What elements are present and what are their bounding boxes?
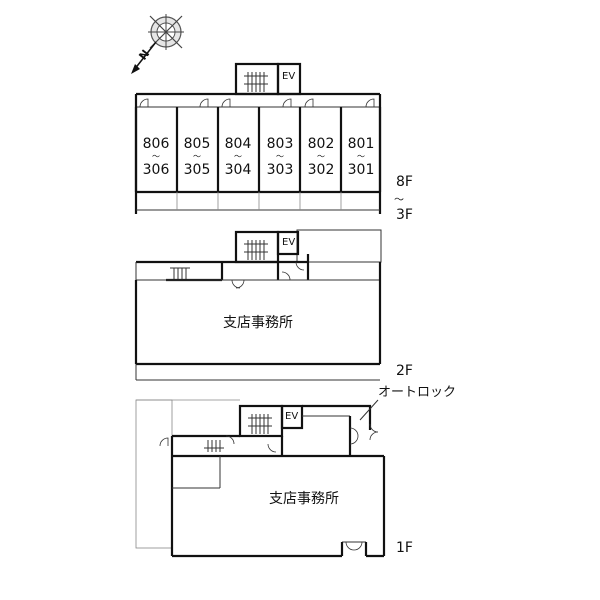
unit-305-bottom: 305 [184, 162, 211, 178]
unit-302-bottom: 302 [308, 162, 335, 178]
unit-802-tilde: 〜 [317, 152, 325, 161]
unit-301-bottom: 301 [348, 162, 375, 178]
first-floor-label: 1F [396, 540, 413, 556]
upper-floor-label-tilde: 〜 [394, 195, 404, 206]
unit-803-top: 803 [267, 136, 294, 152]
compass-rose-icon [131, 14, 184, 74]
first-floor-plan [135, 399, 386, 558]
second-room-label: 支店事務所 [223, 315, 293, 331]
unit-805-top: 805 [184, 136, 211, 152]
autolock-label: オートロック [378, 385, 456, 400]
unit-803-tilde: 〜 [276, 152, 284, 161]
unit-806-top: 806 [143, 136, 170, 152]
second-elevator-label: EV [282, 237, 295, 248]
second-floor-plan [134, 229, 382, 381]
unit-801-tilde: 〜 [357, 152, 365, 161]
unit-802-top: 802 [308, 136, 335, 152]
unit-806-tilde: 〜 [152, 152, 160, 161]
upper-floor-label-top: 8F [396, 174, 413, 190]
upper-floor-label-bottom: 3F [396, 207, 413, 223]
unit-804-top: 804 [225, 136, 252, 152]
unit-804-tilde: 〜 [234, 152, 242, 161]
first-elevator-label: EV [285, 411, 298, 422]
unit-306-bottom: 306 [143, 162, 170, 178]
first-room-label: 支店事務所 [269, 491, 339, 507]
upper-floors-plan [134, 62, 382, 214]
second-floor-label: 2F [396, 363, 413, 379]
unit-304-bottom: 304 [225, 162, 252, 178]
unit-805-tilde: 〜 [193, 152, 201, 161]
unit-303-bottom: 303 [267, 162, 294, 178]
unit-801-top: 801 [348, 136, 375, 152]
upper-elevator-label: EV [282, 71, 295, 82]
